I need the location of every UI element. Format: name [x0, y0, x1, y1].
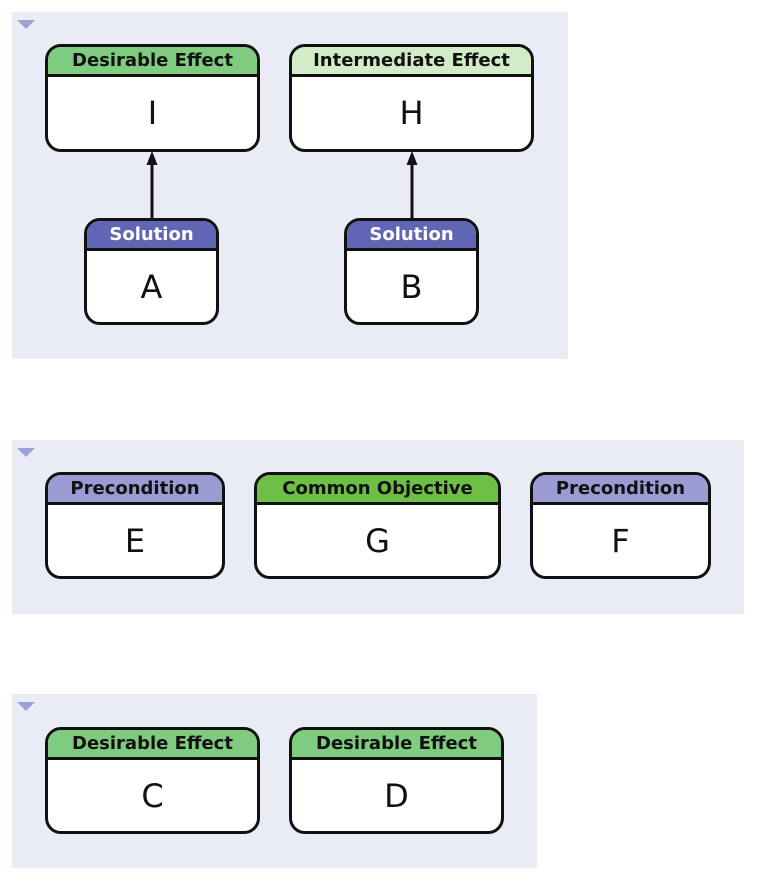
- node-G-label: G: [365, 521, 390, 560]
- node-B-label: B: [400, 267, 423, 306]
- node-C-type: Desirable Effect: [48, 730, 257, 760]
- node-F-type: Precondition: [533, 475, 708, 505]
- node-G[interactable]: Common Objective G: [254, 472, 501, 579]
- node-I-label: I: [147, 94, 158, 132]
- node-H-type: Intermediate Effect: [292, 47, 531, 77]
- collapse-arrow-icon[interactable]: [17, 20, 35, 29]
- node-I-type: Desirable Effect: [48, 47, 257, 77]
- node-E-label: E: [124, 521, 146, 560]
- node-G-type: Common Objective: [257, 475, 498, 505]
- node-F-label: F: [611, 521, 630, 560]
- node-D[interactable]: Desirable Effect D: [289, 727, 504, 834]
- node-I[interactable]: Desirable Effect I: [45, 44, 260, 152]
- node-B-type: Solution: [347, 221, 476, 251]
- diagram-group-2: Precondition E Common Objective G Precon…: [12, 440, 744, 614]
- node-A[interactable]: Solution A: [84, 218, 219, 325]
- diagram-group-1: Desirable Effect I Intermediate Effect H…: [12, 12, 568, 359]
- edge-B-to-H[interactable]: [406, 151, 418, 218]
- node-A-label: A: [140, 267, 163, 306]
- collapse-arrow-icon[interactable]: [17, 702, 35, 711]
- diagram-group-3: Desirable Effect C Desirable Effect D: [12, 694, 537, 868]
- node-D-label: D: [384, 776, 409, 815]
- node-C-label: C: [141, 776, 164, 815]
- edge-A-to-I[interactable]: [146, 151, 158, 218]
- node-B[interactable]: Solution B: [344, 218, 479, 325]
- collapse-arrow-icon[interactable]: [17, 448, 35, 457]
- node-E-type: Precondition: [48, 475, 222, 505]
- node-A-type: Solution: [87, 221, 216, 251]
- node-E[interactable]: Precondition E: [45, 472, 225, 579]
- node-F[interactable]: Precondition F: [530, 472, 711, 579]
- node-D-type: Desirable Effect: [292, 730, 501, 760]
- node-H-label: H: [399, 94, 424, 132]
- node-H[interactable]: Intermediate Effect H: [289, 44, 534, 152]
- node-C[interactable]: Desirable Effect C: [45, 727, 260, 834]
